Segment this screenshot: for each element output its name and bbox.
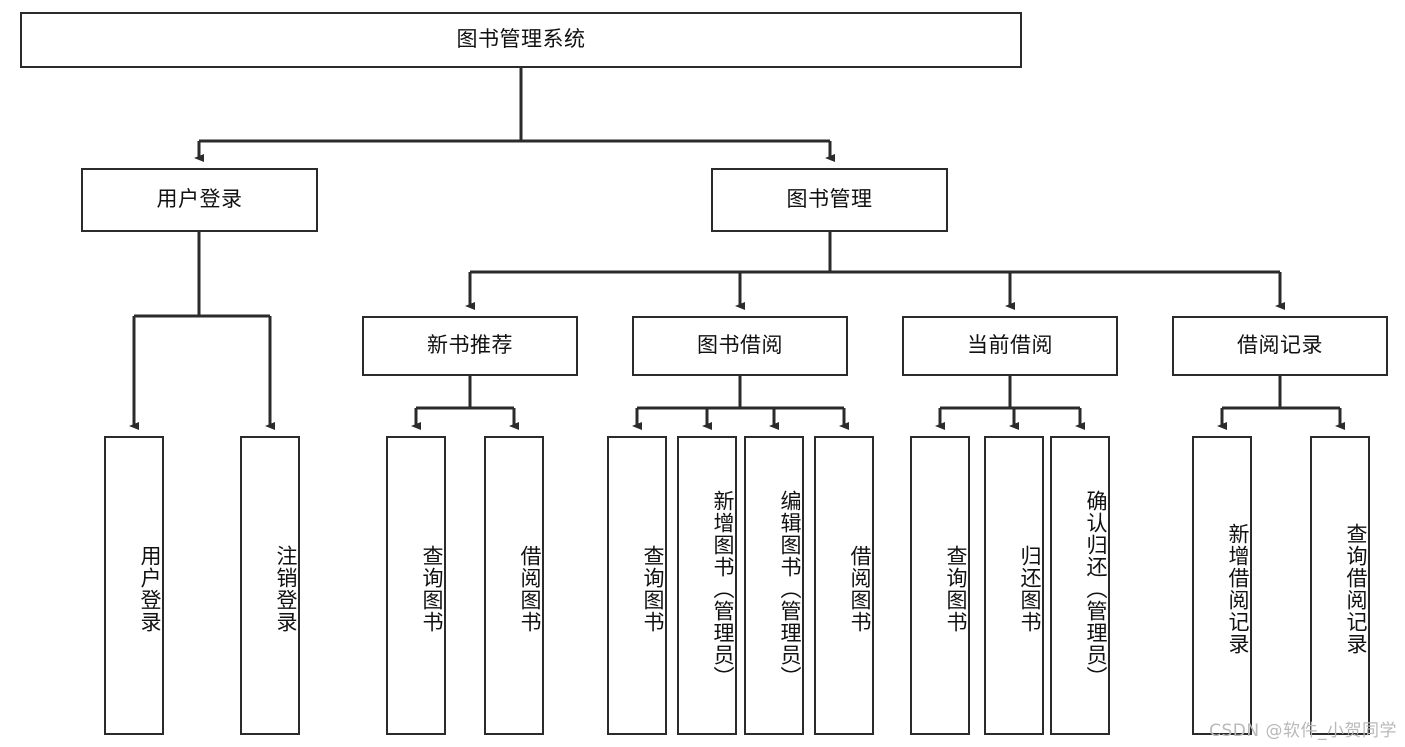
- node-new-book-recommend[interactable]: 新书推荐: [362, 316, 578, 376]
- leaf-return-book[interactable]: 归还图书: [984, 436, 1044, 735]
- leaf-query-book-borrow[interactable]: 查询图书: [607, 436, 667, 735]
- leaf-label: 借阅图书: [518, 544, 542, 633]
- leaf-label: 新增图书（管理员）: [711, 489, 735, 688]
- leaf-label: 查询图书: [641, 544, 665, 633]
- leaf-label: 新增借阅记录: [1226, 522, 1250, 655]
- leaf-query-book-current[interactable]: 查询图书: [910, 436, 970, 735]
- leaf-label: 注销登录: [274, 544, 298, 633]
- leaf-label: 用户登录: [138, 544, 162, 633]
- leaf-label: 查询图书: [420, 544, 444, 633]
- leaf-label: 编辑图书（管理员）: [778, 489, 802, 688]
- node-current-borrow[interactable]: 当前借阅: [902, 316, 1118, 376]
- leaf-label: 查询借阅记录: [1344, 522, 1368, 655]
- node-book-borrow[interactable]: 图书借阅: [632, 316, 848, 376]
- leaf-user-login[interactable]: 用户登录: [104, 436, 164, 735]
- leaf-edit-book-admin[interactable]: 编辑图书（管理员）: [744, 436, 804, 735]
- leaf-add-book-admin[interactable]: 新增图书（管理员）: [677, 436, 737, 735]
- node-book-management[interactable]: 图书管理: [711, 168, 948, 232]
- csdn-watermark: CSDN @软件_小贺同学: [1209, 721, 1397, 741]
- leaf-query-borrow-record[interactable]: 查询借阅记录: [1310, 436, 1370, 735]
- node-user-login[interactable]: 用户登录: [81, 168, 318, 232]
- leaf-borrow-book-borrow[interactable]: 借阅图书: [814, 436, 874, 735]
- leaf-label: 借阅图书: [848, 544, 872, 633]
- leaf-confirm-return-admin[interactable]: 确认归还（管理员）: [1050, 436, 1110, 735]
- leaf-borrow-book-newbook[interactable]: 借阅图书: [484, 436, 544, 735]
- leaf-label: 确认归还（管理员）: [1084, 489, 1108, 688]
- leaf-add-borrow-record[interactable]: 新增借阅记录: [1192, 436, 1252, 735]
- leaf-query-book-newbook[interactable]: 查询图书: [386, 436, 446, 735]
- leaf-logout[interactable]: 注销登录: [240, 436, 300, 735]
- node-borrow-record[interactable]: 借阅记录: [1172, 316, 1388, 376]
- leaf-label: 归还图书: [1018, 544, 1042, 633]
- node-root[interactable]: 图书管理系统: [20, 12, 1022, 68]
- leaf-label: 查询图书: [944, 544, 968, 633]
